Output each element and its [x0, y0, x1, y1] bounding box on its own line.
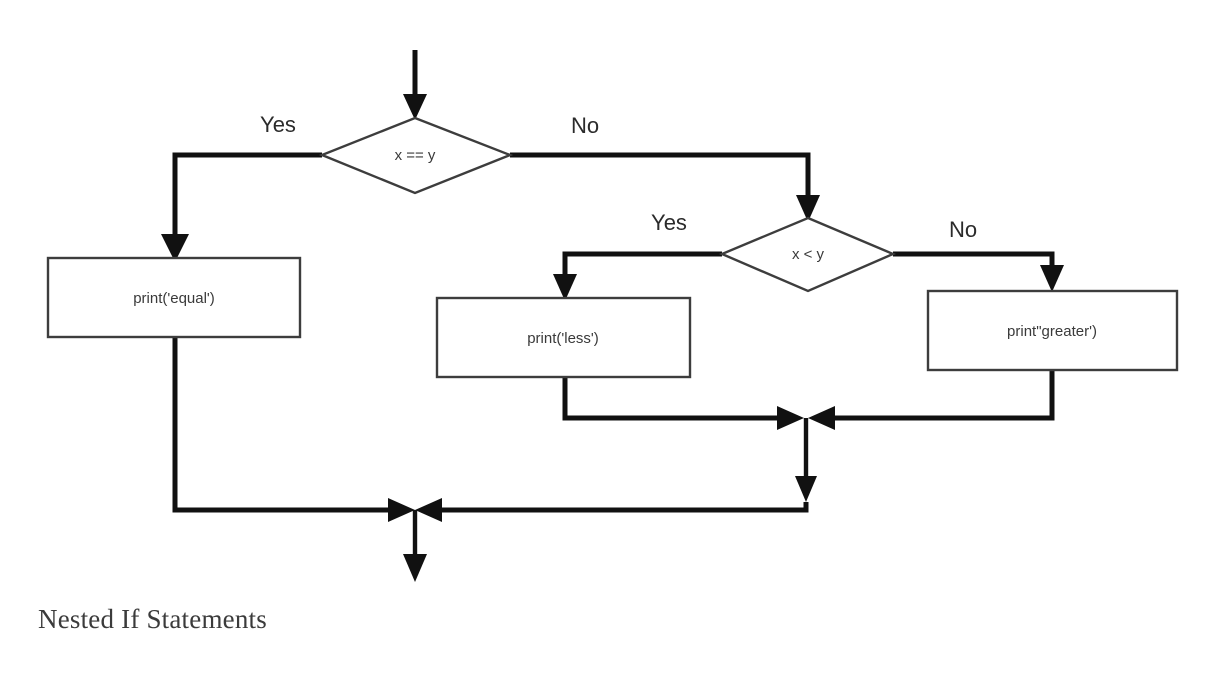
branch-label-less-no: No: [949, 217, 977, 242]
node-decision-less[interactable]: x < y: [718, 216, 897, 293]
edge-decision-less-yes: [553, 251, 722, 301]
branch-label-less-yes: Yes: [651, 210, 687, 235]
node-process-less-label: print('less'): [527, 330, 599, 347]
edge-decision-equal-yes: [161, 152, 322, 262]
node-process-greater-label: print"greater'): [1007, 323, 1097, 340]
branch-label-equal-no: No: [571, 113, 599, 138]
edge-decision-less-no: [893, 251, 1064, 292]
node-decision-less-label: x < y: [792, 246, 825, 263]
edge-inner-merge-rail: [415, 498, 809, 522]
node-process-equal-label: print('equal'): [133, 290, 215, 307]
edge-outer-merge-to-exit: [403, 510, 427, 582]
node-decision-equal[interactable]: x == y: [318, 116, 514, 195]
node-process-greater[interactable]: print"greater'): [926, 289, 1179, 372]
edge-decision-equal-no: [510, 152, 820, 222]
branch-label-equal-yes: Yes: [260, 112, 296, 137]
edge-process-less-to-inner-merge: [562, 377, 804, 430]
diagram-caption: Nested If Statements: [38, 604, 267, 634]
edge-process-equal-to-outer-merge: [172, 337, 415, 522]
node-decision-equal-label: x == y: [395, 147, 436, 164]
node-process-equal[interactable]: print('equal'): [46, 256, 302, 339]
edge-process-greater-to-inner-merge: [808, 370, 1055, 430]
node-process-less[interactable]: print('less'): [435, 296, 692, 379]
edge-inner-merge-to-outer-merge: [795, 418, 817, 502]
edge-entry-to-decision-equal: [403, 50, 427, 120]
